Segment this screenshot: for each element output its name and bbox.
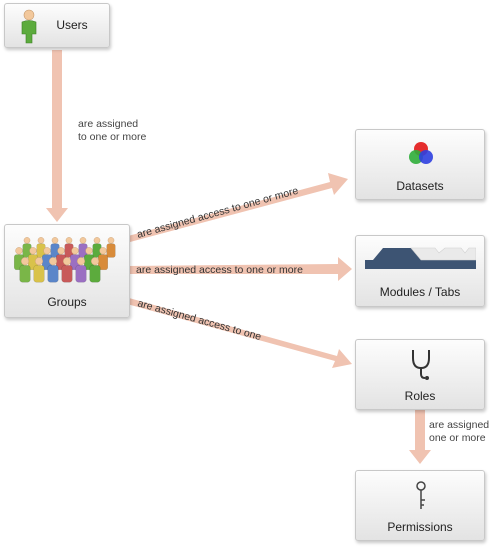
group-crowd-icon xyxy=(14,237,116,283)
edge-label-roles-permissions: are assigned one or more xyxy=(429,419,489,445)
node-groups-label: Groups xyxy=(47,295,87,309)
node-groups[interactable]: Groups xyxy=(4,224,130,318)
node-permissions[interactable]: Permissions xyxy=(355,470,485,541)
node-datasets-label: Datasets xyxy=(396,179,444,193)
edge-label-line: are assigned xyxy=(78,118,139,130)
edge-label-line: are assigned xyxy=(429,419,490,431)
edge-label-users-groups: are assigned to one or more xyxy=(78,118,146,144)
edge-label-groups-roles: are assigned access to one xyxy=(136,297,263,343)
key-icon xyxy=(416,481,426,509)
edge-label-line: one or more xyxy=(429,432,486,444)
node-users-label: Users xyxy=(56,18,88,32)
node-modules-label: Modules / Tabs xyxy=(379,285,461,299)
arrow-groups-to-datasets xyxy=(128,173,348,242)
user-icon xyxy=(21,9,37,44)
node-roles[interactable]: Roles xyxy=(355,339,485,410)
node-users[interactable]: Users xyxy=(4,3,110,48)
arrow-groups-to-roles xyxy=(127,298,352,368)
arrow-users-to-groups xyxy=(46,50,68,222)
arrow-groups-to-modules xyxy=(128,257,352,281)
tabs-icon xyxy=(365,247,476,269)
rgb-circles-icon xyxy=(409,142,433,164)
edge-label-groups-datasets: are assigned access to one or more xyxy=(136,185,300,241)
node-modules-tabs[interactable]: Modules / Tabs xyxy=(355,235,485,307)
edge-label-groups-modules: are assigned access to one or more xyxy=(136,264,303,276)
edge-label-line: to one or more xyxy=(78,131,147,143)
stethoscope-icon xyxy=(412,350,430,380)
node-roles-label: Roles xyxy=(404,389,436,403)
node-datasets[interactable]: Datasets xyxy=(355,129,485,200)
arrow-roles-to-permissions xyxy=(409,410,431,464)
node-permissions-label: Permissions xyxy=(387,520,453,534)
